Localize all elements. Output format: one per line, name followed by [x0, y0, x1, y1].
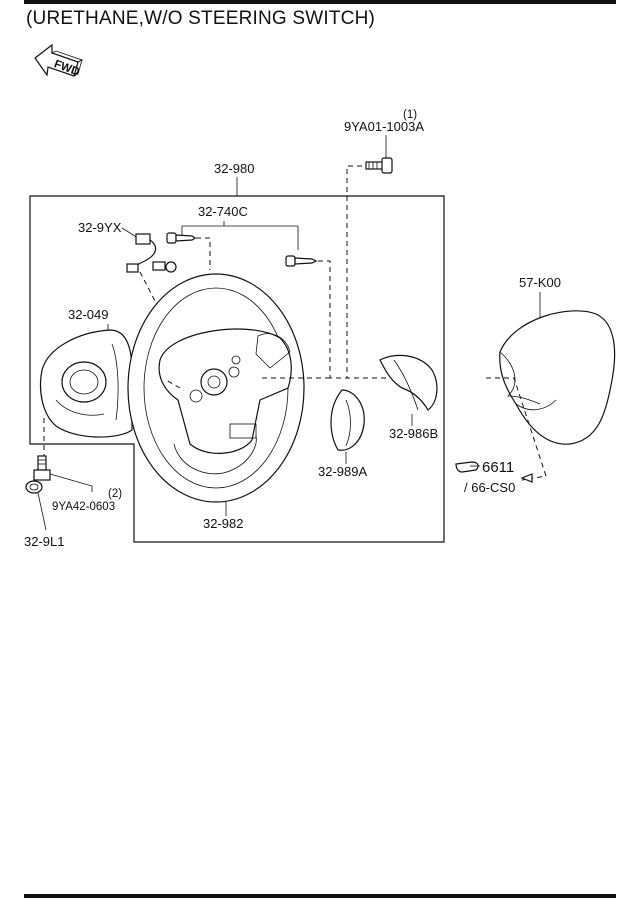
screw-left	[166, 232, 197, 244]
label-assembly: 32-980	[214, 161, 254, 176]
bolt-top	[365, 157, 393, 174]
qty-bolt-bottom: (2)	[108, 488, 122, 500]
harness-connector	[126, 233, 177, 273]
bottom-border	[24, 894, 616, 898]
label-pad-left: 32-049	[68, 307, 108, 322]
reference-hand-icon	[455, 461, 480, 473]
label-airbag-module: 57-K00	[519, 275, 561, 290]
clip	[25, 480, 43, 494]
cover-lower	[330, 389, 365, 451]
page-title: (URETHANE,W/O STEERING SWITCH)	[26, 8, 376, 29]
ref-part: / 66-CS0	[464, 480, 515, 495]
top-border	[24, 0, 616, 4]
bolt-bottom	[33, 455, 51, 481]
label-cover-right: 32-986B	[389, 426, 438, 441]
steering-wheel	[127, 273, 305, 503]
label-cover-lower: 32-989A	[318, 464, 367, 479]
cover-right	[379, 354, 438, 411]
label-bolt-bottom: 9YA42-0603	[52, 501, 115, 513]
horn-pad-left	[39, 329, 133, 438]
fwd-arrow-icon: FWD	[34, 43, 84, 79]
label-clip: 32-9L1	[24, 534, 64, 549]
ref-arrow-icon	[520, 473, 533, 483]
label-screws: 32-740C	[198, 204, 248, 219]
assembly-frame	[29, 195, 445, 543]
label-wheel: 32-982	[203, 516, 243, 531]
label-bolt-top: 9YA01-1003A	[344, 119, 424, 134]
ref-page: 6611	[482, 459, 514, 476]
airbag-module	[499, 310, 616, 445]
qty-bolt-top: (1)	[403, 109, 417, 121]
screw-right	[285, 255, 318, 267]
label-harness: 32-9YX	[78, 220, 122, 235]
